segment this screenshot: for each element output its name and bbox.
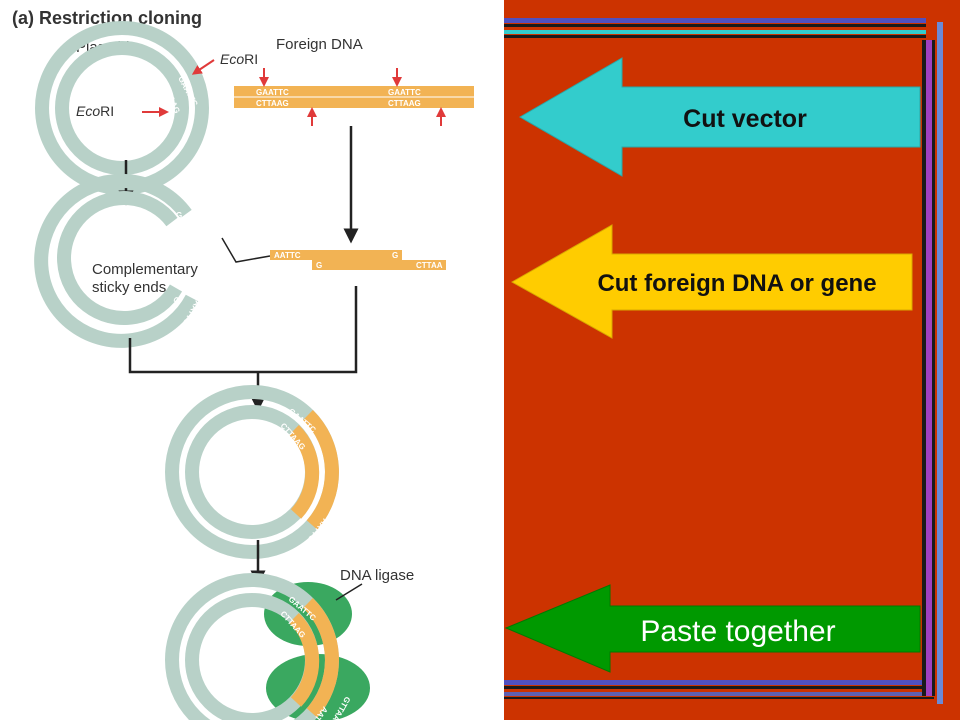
arrow-paste-together: Paste together [504,584,921,673]
cut-plasmid-g-top: G [176,211,182,220]
join-bracket [128,286,358,374]
ligase-pointer [335,583,363,601]
slide-panel: Cut vector Cut foreign DNA or gene Paste… [504,0,960,720]
foreign-site1-bottom: CTTAAG [256,99,289,108]
fragment-aattc: AATTC [274,251,301,260]
foreign-site2-top: GAATTC [388,88,421,97]
arrow-cut-vector-shape [519,57,921,177]
ligated-plasmid: GAATTC CTTAAG GTTAAG AATTC [165,573,370,720]
cut-plasmid-g-bottom: G [171,295,182,305]
restriction-cloning-figure: (a) Restriction cloning Plasmid Foreign … [12,8,474,720]
ecori-label-inner: EcoRI [76,103,114,119]
arrow-cut-foreign-dna-shape [510,224,913,339]
ecori-label-outer: EcoRI [220,51,258,67]
arrow-cut-foreign-dna-label: Cut foreign DNA or gene [597,270,876,297]
fragment-g-top: G [392,251,398,260]
ligase-label: DNA ligase [340,567,414,584]
fragment-g-bottom: G [316,261,322,270]
sticky-ends-label-line1: Complementary [92,261,198,278]
foreign-dna-strand: GAATTC CTTAAG GAATTC CTTAAG [234,86,474,108]
sticky-ends-pointer [221,237,271,263]
sticky-ends-label-line2: sticky ends [92,279,166,296]
cut-foreign-fragment: AATTC G G CTTAA [270,250,446,270]
arrow-cut-vector-label: Cut vector [683,105,807,133]
arrow-paste-together-label: Paste together [640,615,835,648]
foreign-site2-bottom: CTTAAG [388,99,421,108]
arrow-paste-together-shape [504,584,921,673]
foreign-dna-label: Foreign DNA [276,36,363,53]
arrow-cut-vector: Cut vector [519,57,921,177]
intact-plasmid: GAATTC CTTAAG [35,21,209,195]
cut-plasmid-cttaa: CTTAA [167,224,195,245]
figure-title: (a) Restriction cloning [12,8,202,28]
frame-bars [504,18,943,704]
ecori-arrow-outer [191,59,215,75]
foreign-site1-top: GAATTC [256,88,289,97]
arrow-cut-foreign-dna: Cut foreign DNA or gene [510,224,913,339]
recombinant-plasmid: GAATTC CTTAAG GTTAAG AATTC [165,385,352,559]
recomb-gttaag: GTTAAG [328,507,352,540]
fragment-cttaa: CTTAA [416,261,443,270]
